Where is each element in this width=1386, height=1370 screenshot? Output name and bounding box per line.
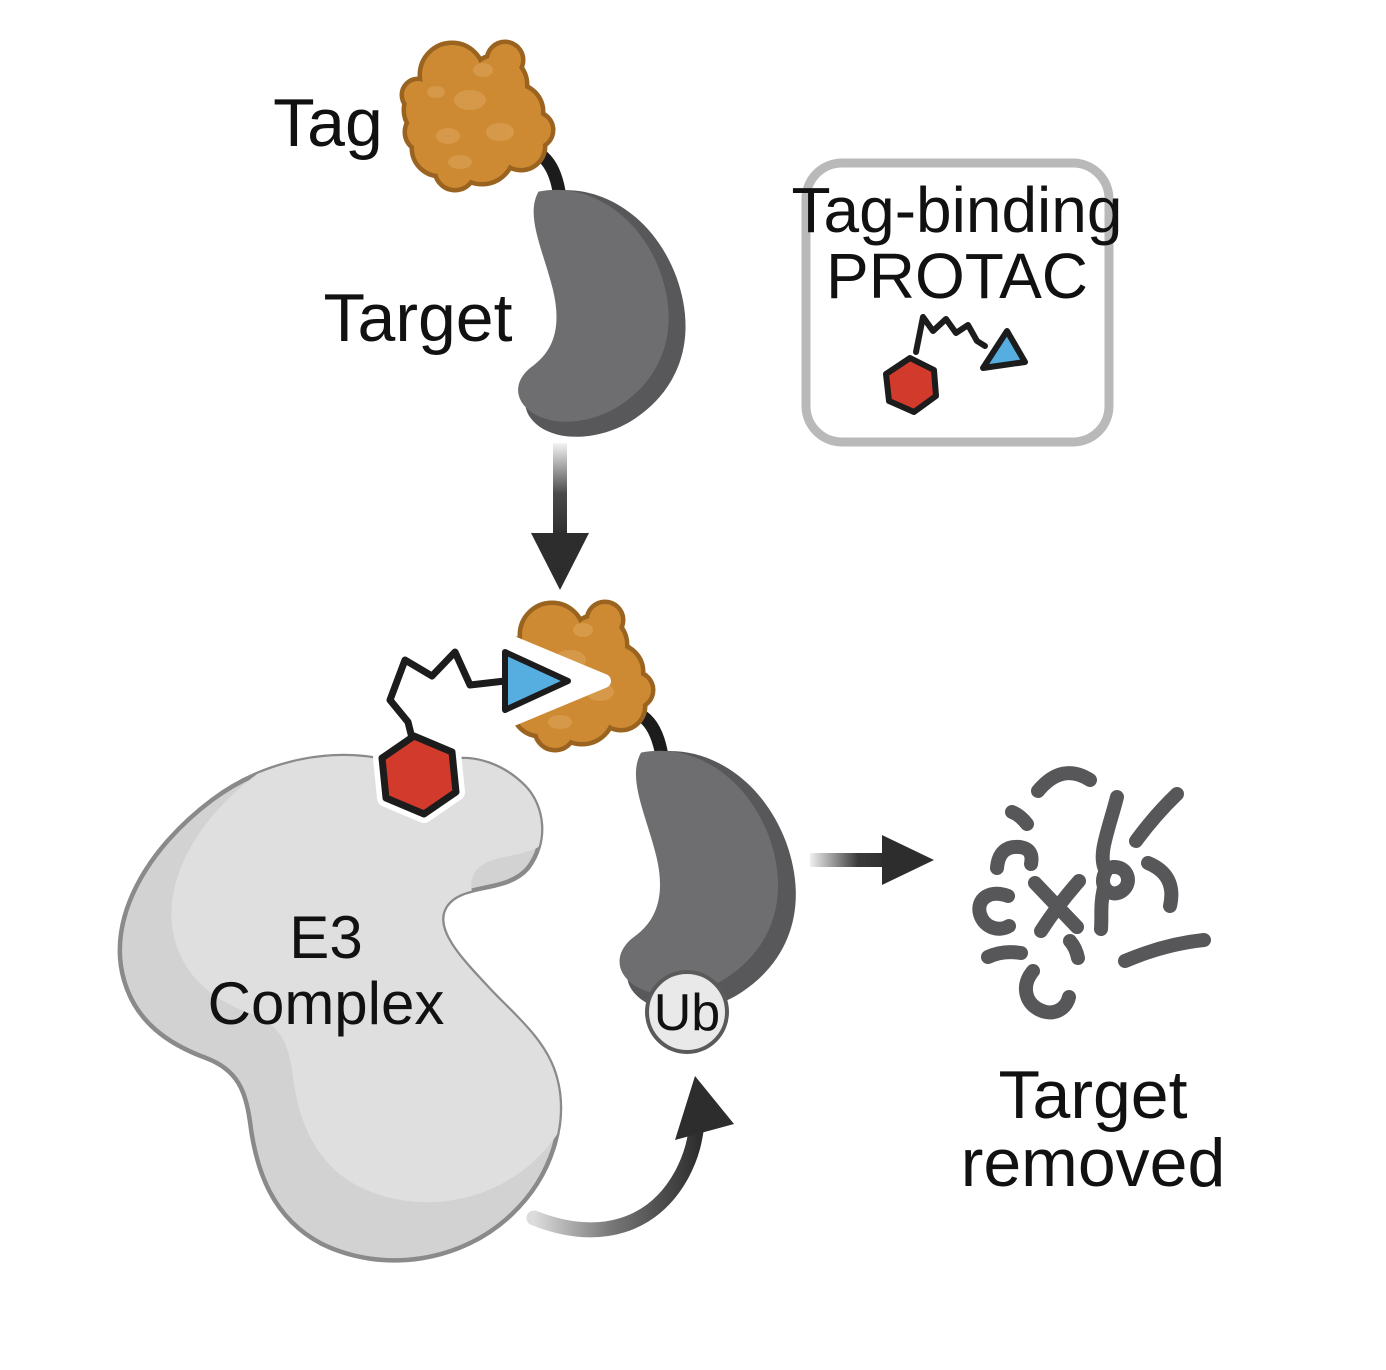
protac-legend-box: Tag-binding PROTAC [792,158,1123,447]
linker-zigzag-2 [386,648,509,746]
protac-box-title-line2: PROTAC [826,240,1088,312]
e3-complex-label-line1: E3 [289,904,362,971]
linker-zigzag-icon [913,314,988,355]
target-protein-2 [619,750,796,1011]
target-protein [518,189,686,437]
tag-binder-triangle-icon [980,328,1028,371]
target-removed-label-line1: Target [999,1057,1188,1133]
target-label: Target [324,280,513,356]
tag-label: Tag [273,85,383,161]
e3-binder-hexagon-icon [883,355,939,415]
down-arrow [531,443,589,590]
ub-label: Ub [654,984,720,1042]
e3-complex-label-line2: Complex [208,970,445,1037]
protac-box-title-line1: Tag-binding [792,174,1123,246]
e3-binder-hexagon-bound [378,732,460,818]
target-removed-label-line2: removed [961,1125,1226,1201]
ub-badge: Ub [645,970,729,1054]
degradation-arrow [810,835,934,885]
tag-protein-blob [404,44,551,188]
ubiquitination-arrow [526,1076,734,1238]
e3-complex-highlight [171,756,560,1203]
tag-binder-triangle-bound [502,649,571,713]
protac-box-frame [801,158,1114,447]
degraded-fragments [972,766,1211,1020]
